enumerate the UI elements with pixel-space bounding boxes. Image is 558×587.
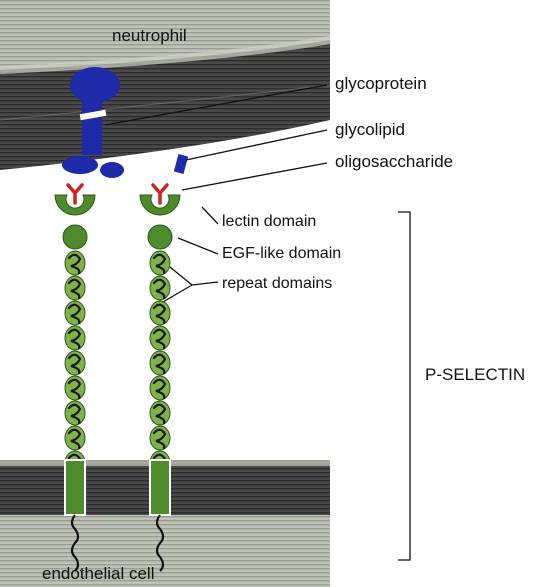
lectin-domain-label: lectin domain [222,213,316,231]
oligosaccharide-label: oligosaccharide [335,152,453,172]
egf-domain-label: EGF-like domain [222,245,341,263]
egf-domain-shape [148,225,172,249]
endothelial-cell-label: endothelial cell [42,564,154,584]
repeat-domains-label: repeat domains [222,275,332,293]
glycolipid-shape [174,154,188,174]
neutrophil-label: neutrophil [112,26,187,46]
egf-domain-shape [63,225,87,249]
glycoprotein-label: glycoprotein [335,74,427,94]
oligosaccharide-shape [68,185,82,203]
transmembrane-segment [150,460,170,515]
p-selectin-label: P-SELECTIN [425,365,525,385]
oligosaccharide-shape [153,185,167,203]
transmembrane-segment [65,460,85,515]
glycolipid-label: glycolipid [335,120,405,140]
